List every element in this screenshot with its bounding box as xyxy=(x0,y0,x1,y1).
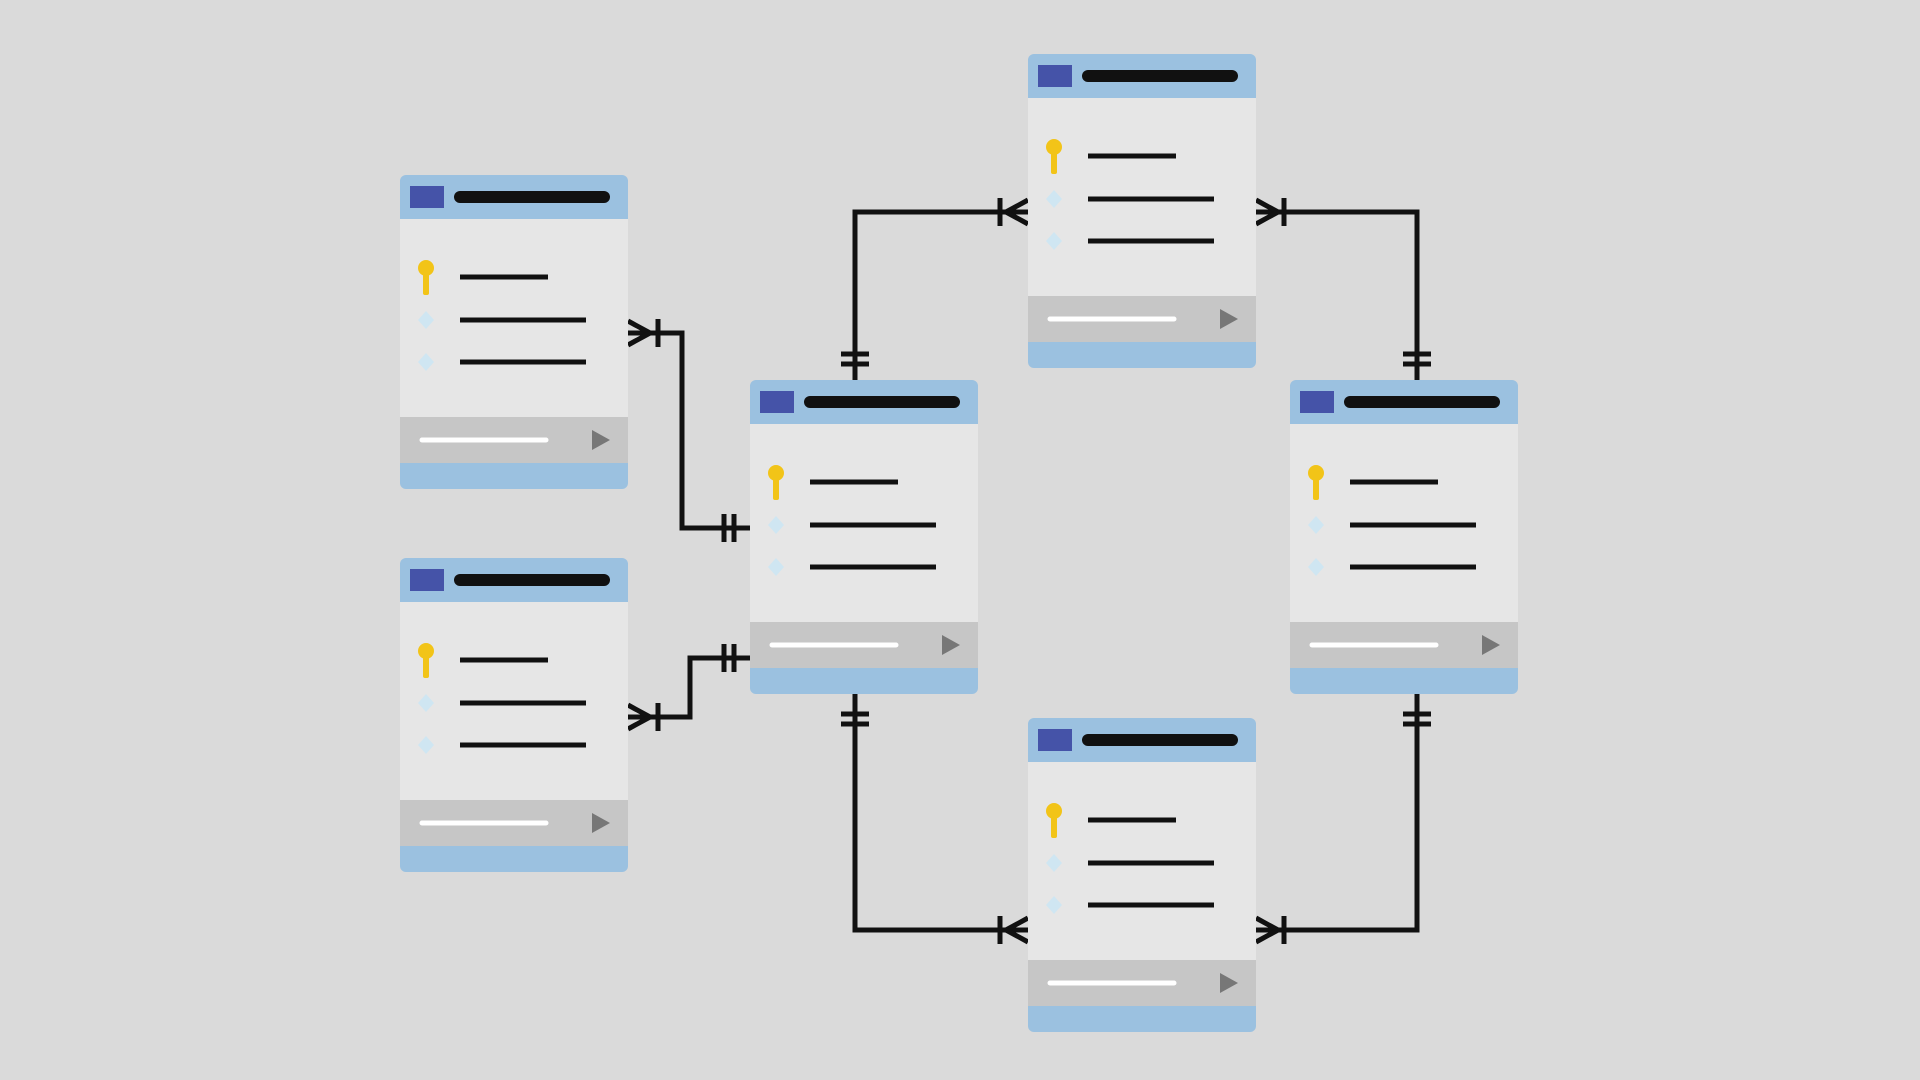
entity-footer[interactable] xyxy=(400,800,628,846)
diamond-icon xyxy=(418,353,434,371)
entity-header xyxy=(1028,54,1256,98)
attribute-row xyxy=(418,736,586,754)
entity-header xyxy=(1290,380,1518,424)
entity-card-graphic xyxy=(400,558,628,872)
connector-left-bottom-to-center xyxy=(626,644,750,732)
diamond-icon xyxy=(1046,232,1062,250)
entity-footer[interactable] xyxy=(750,622,978,668)
play-arrow-icon[interactable] xyxy=(1220,973,1238,993)
entity-table-bottom[interactable] xyxy=(1028,718,1256,1032)
attribute-row xyxy=(1046,190,1214,208)
table-badge-icon xyxy=(410,569,444,591)
primary-key-row xyxy=(418,260,548,295)
diamond-icon xyxy=(768,516,784,534)
table-badge-icon xyxy=(1038,729,1072,751)
play-arrow-icon[interactable] xyxy=(942,635,960,655)
diamond-icon xyxy=(418,736,434,754)
entity-header xyxy=(400,175,628,219)
table-badge-icon xyxy=(410,186,444,208)
primary-key-row xyxy=(1046,803,1176,838)
entity-bottom-band xyxy=(1028,342,1256,368)
entity-body xyxy=(400,602,628,800)
diamond-icon xyxy=(1308,516,1324,534)
attribute-row xyxy=(418,311,586,329)
entity-body xyxy=(750,424,978,622)
attribute-row xyxy=(1046,232,1214,250)
play-arrow-icon[interactable] xyxy=(592,430,610,450)
entity-footer[interactable] xyxy=(1028,296,1256,342)
table-badge-icon xyxy=(1038,65,1072,87)
diamond-icon xyxy=(1046,854,1062,872)
key-icon xyxy=(418,260,434,295)
entity-card-graphic xyxy=(1028,718,1256,1032)
entity-table-left-bottom[interactable] xyxy=(400,558,628,872)
key-icon xyxy=(418,643,434,678)
attribute-row xyxy=(768,516,936,534)
entity-body xyxy=(1028,98,1256,296)
attribute-row xyxy=(1046,854,1214,872)
entity-card-graphic xyxy=(400,175,628,489)
entity-header xyxy=(1028,718,1256,762)
key-icon xyxy=(1308,465,1324,500)
entity-card-graphic xyxy=(1290,380,1518,694)
diamond-icon xyxy=(418,311,434,329)
key-icon xyxy=(1046,803,1062,838)
attribute-row xyxy=(1308,558,1476,576)
entity-table-right[interactable] xyxy=(1290,380,1518,694)
entity-body xyxy=(1028,762,1256,960)
entity-header xyxy=(400,558,628,602)
primary-key-row xyxy=(1308,465,1438,500)
play-arrow-icon[interactable] xyxy=(1482,635,1500,655)
entity-bottom-band xyxy=(1290,668,1518,694)
key-icon xyxy=(768,465,784,500)
connector-center-to-bottom xyxy=(841,694,1030,945)
entity-body xyxy=(1290,424,1518,622)
play-arrow-icon[interactable] xyxy=(592,813,610,833)
table-badge-icon xyxy=(760,391,794,413)
entity-bottom-band xyxy=(1028,1006,1256,1032)
entity-footer[interactable] xyxy=(400,417,628,463)
entity-footer[interactable] xyxy=(1290,622,1518,668)
entity-card-graphic xyxy=(1028,54,1256,368)
entity-table-center[interactable] xyxy=(750,380,978,694)
connector-right-to-bottom xyxy=(1254,694,1431,945)
entity-header xyxy=(750,380,978,424)
diamond-icon xyxy=(1308,558,1324,576)
entity-card-graphic xyxy=(750,380,978,694)
entity-bottom-band xyxy=(400,463,628,489)
diamond-icon xyxy=(1046,190,1062,208)
connector-left-top-to-center xyxy=(626,318,750,542)
primary-key-row xyxy=(1046,139,1176,174)
attribute-row xyxy=(418,353,586,371)
primary-key-row xyxy=(768,465,898,500)
connector-center-to-top xyxy=(841,197,1030,380)
attribute-row xyxy=(1308,516,1476,534)
entity-table-top[interactable] xyxy=(1028,54,1256,368)
entity-table-left-top[interactable] xyxy=(400,175,628,489)
entity-bottom-band xyxy=(750,668,978,694)
table-badge-icon xyxy=(1300,391,1334,413)
attribute-row xyxy=(1046,896,1214,914)
attribute-row xyxy=(418,694,586,712)
diamond-icon xyxy=(418,694,434,712)
entity-body xyxy=(400,219,628,417)
diamond-icon xyxy=(1046,896,1062,914)
entity-footer[interactable] xyxy=(1028,960,1256,1006)
key-icon xyxy=(1046,139,1062,174)
play-arrow-icon[interactable] xyxy=(1220,309,1238,329)
attribute-row xyxy=(768,558,936,576)
primary-key-row xyxy=(418,643,548,678)
connector-right-to-top xyxy=(1254,197,1431,380)
entity-bottom-band xyxy=(400,846,628,872)
diamond-icon xyxy=(768,558,784,576)
